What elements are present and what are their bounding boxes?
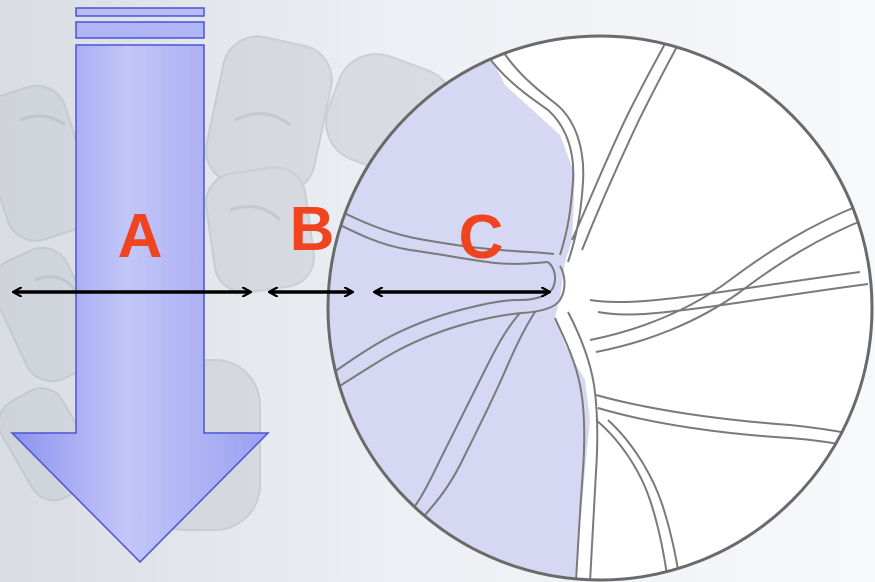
label-a: A (118, 202, 163, 271)
label-c: C (459, 203, 504, 272)
label-b: B (290, 195, 335, 264)
shaded-cell-region (328, 36, 590, 580)
magnified-cell-circle (326, 34, 874, 582)
down-arrow-icon (10, 7, 270, 564)
